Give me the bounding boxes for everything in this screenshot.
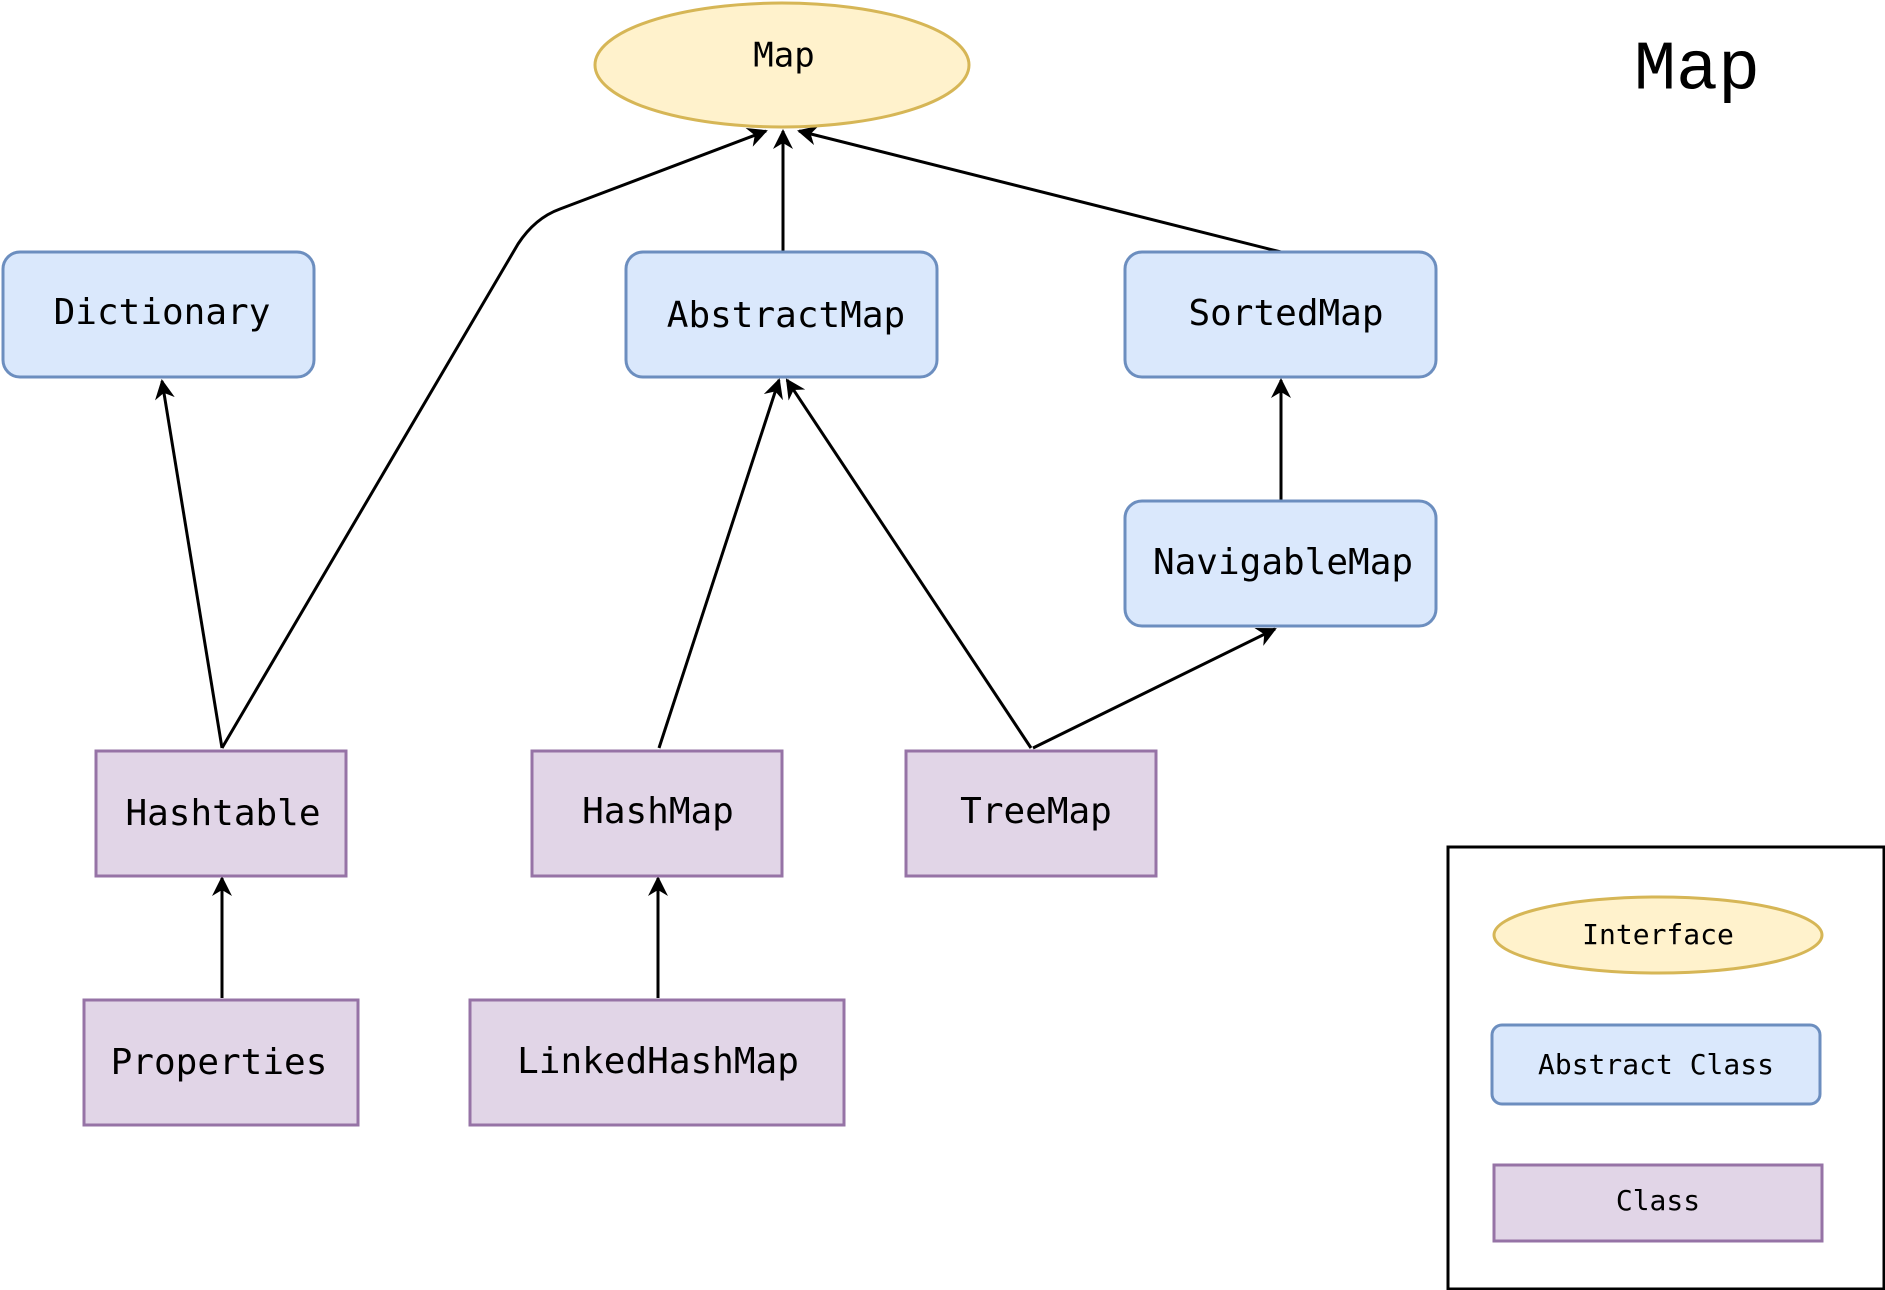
node-linkedhashmap-label: LinkedHashMap [517, 1041, 799, 1082]
edge-hashmap-to-abstractmap [657, 378, 783, 749]
legend-class-swatch [1492, 1163, 1824, 1243]
legend-class-label: Class [1616, 1184, 1700, 1217]
node-properties[interactable]: Properties [82, 998, 360, 1127]
node-dictionary[interactable]: Dictionary [1, 250, 316, 379]
node-treemap[interactable]: TreeMap [904, 749, 1158, 878]
node-hashmap[interactable]: HashMap [530, 749, 784, 878]
node-hashmap-label: HashMap [582, 791, 734, 832]
legend-abstract-class: Abstract Class [1490, 1023, 1822, 1106]
node-map-interface[interactable]: Map [593, 1, 971, 129]
legend-abstract-label: Abstract Class [1538, 1048, 1774, 1081]
node-hashtable[interactable]: Hashtable [94, 749, 348, 878]
node-navigablemap[interactable]: NavigableMap [1123, 499, 1438, 628]
node-linkedhashmap[interactable]: LinkedHashMap [468, 998, 846, 1127]
legend-interface-label: Interface [1582, 918, 1734, 951]
edges [155, 125, 1291, 998]
node-sortedmap[interactable]: SortedMap [1123, 250, 1438, 379]
edge-treemap-to-navigablemap [1032, 627, 1277, 750]
edge-hashtable-to-map [220, 128, 768, 749]
legend-interface-swatch [1492, 895, 1824, 975]
node-hashtable-label: Hashtable [125, 793, 320, 834]
node-map-label: Map [753, 36, 814, 76]
node-abstractmap-label: AbstractMap [667, 295, 905, 336]
node-treemap-label: TreeMap [960, 791, 1112, 832]
legend: Interface Abstract Class Class [1446, 845, 1885, 1290]
edge-treemap-to-abstractmap [785, 378, 1033, 749]
node-abstractmap[interactable]: AbstractMap [624, 250, 939, 379]
node-properties-label: Properties [111, 1042, 328, 1083]
diagram-title: Map [1634, 31, 1760, 110]
node-dictionary-label: Dictionary [54, 292, 271, 333]
legend-abstract-swatch [1490, 1023, 1822, 1106]
legend-class: Class [1492, 1163, 1824, 1243]
node-navigablemap-label: NavigableMap [1153, 542, 1413, 583]
legend-interface: Interface [1492, 895, 1824, 975]
edge-hashtable-to-dictionary [155, 379, 224, 749]
edge-sortedmap-to-map [797, 125, 1282, 254]
node-sortedmap-label: SortedMap [1188, 293, 1383, 334]
